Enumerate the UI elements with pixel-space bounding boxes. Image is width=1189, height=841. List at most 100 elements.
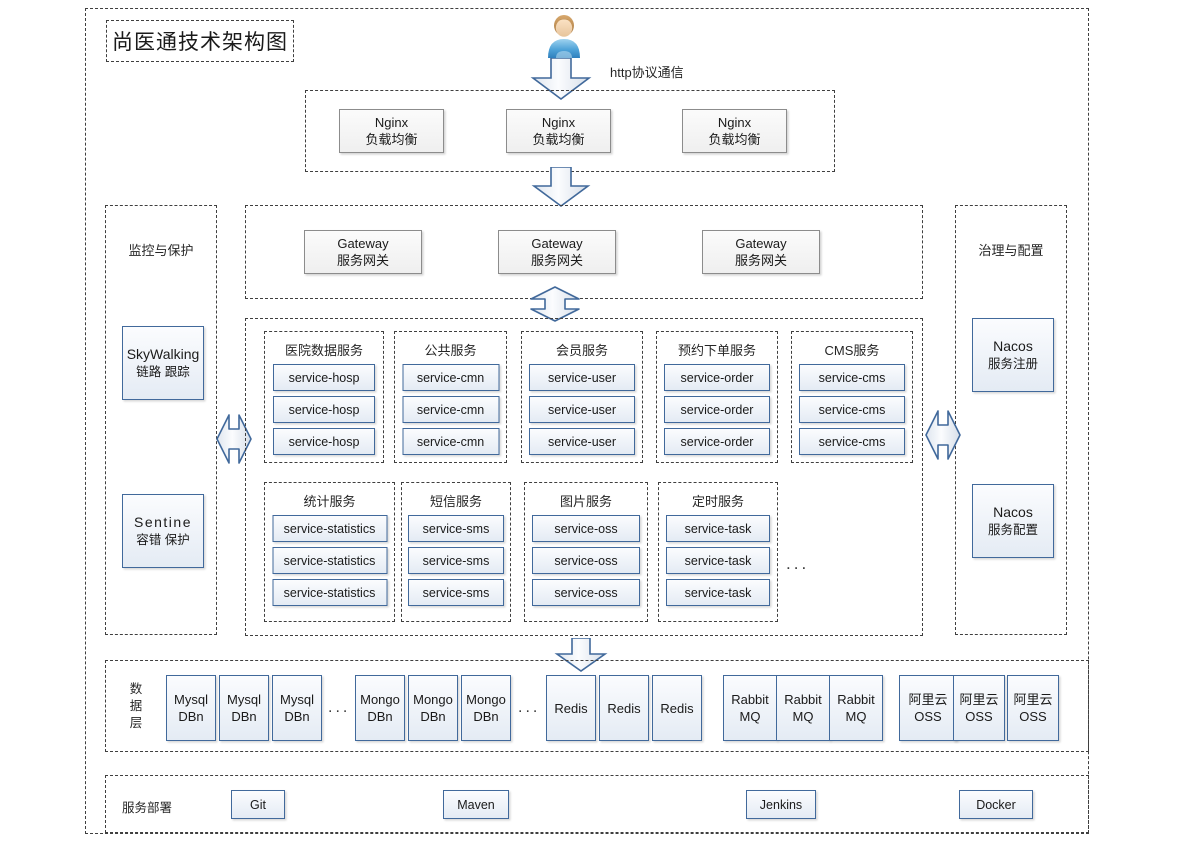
nginx-box[interactable]: Nginx 负载均衡 (506, 109, 611, 153)
service-instance-box[interactable]: service-order (664, 428, 770, 455)
user-avatar-icon (540, 12, 588, 60)
nacos-registry-card[interactable]: Nacos 服务注册 (972, 318, 1054, 392)
service-instance-box[interactable]: service-cmn (402, 428, 499, 455)
data-store-line1: 阿里云 (1013, 692, 1053, 707)
nginx-box[interactable]: Nginx 负载均衡 (682, 109, 787, 153)
services-ellipsis: ... (786, 554, 810, 573)
gateway-box[interactable]: Gateway 服务网关 (702, 230, 820, 274)
skywalking-card[interactable]: SkyWalking 链路 跟踪 (122, 326, 204, 400)
data-store-line1: Rabbit (837, 692, 875, 707)
nginx-line1: Nginx (717, 115, 752, 130)
service-group-title: 图片服务 (559, 494, 612, 509)
service-instance-box[interactable]: service-statistics (272, 579, 387, 606)
data-store-box[interactable]: Redis (599, 675, 649, 741)
data-store-line2: DBn (284, 709, 310, 724)
deploy-tool-box[interactable]: Git (231, 790, 285, 819)
service-group-title: 短信服务 (429, 494, 482, 509)
service-instance-box[interactable]: service-cmn (402, 364, 499, 391)
data-store-box[interactable]: 阿里云 OSS (1007, 675, 1059, 741)
sentinel-card[interactable]: Sentine 容错 保护 (122, 494, 204, 568)
data-layer-label: 数据层 (129, 682, 143, 730)
nginx-line1: Nginx (541, 115, 576, 130)
service-instance-box[interactable]: service-user (529, 396, 635, 423)
service-instance-box[interactable]: service-oss (532, 579, 640, 606)
service-instance-box[interactable]: service-sms (408, 547, 504, 574)
nacos-config-line2: 服务配置 (987, 523, 1038, 537)
data-store-box[interactable]: Redis (546, 675, 596, 741)
data-store-line1: Mongo (360, 692, 400, 707)
service-instance-box[interactable]: service-cms (799, 428, 905, 455)
service-instance-box[interactable]: service-hosp (273, 428, 375, 455)
gateway-line2: 服务网关 (530, 253, 583, 268)
service-instance-box[interactable]: service-statistics (272, 515, 387, 542)
service-instance-box[interactable]: service-oss (532, 515, 640, 542)
data-store-line1: Mongo (413, 692, 453, 707)
service-group-title: CMS服务 (824, 343, 880, 358)
arrow-services-to-data (551, 637, 611, 677)
data-store-line1: Mongo (466, 692, 506, 707)
service-instance-box[interactable]: service-sms (408, 515, 504, 542)
service-instance-box[interactable]: service-sms (408, 579, 504, 606)
service-group-title: 预约下单服务 (677, 343, 756, 358)
data-store-line2: MQ (792, 709, 814, 724)
gateway-layer: Gateway 服务网关 Gateway 服务网关 Gateway 服务网关 (245, 205, 923, 299)
service-instance-box[interactable]: service-oss (532, 547, 640, 574)
service-instance-box[interactable]: service-task (666, 547, 770, 574)
service-instance-box[interactable]: service-cms (799, 364, 905, 391)
data-store-line2: OSS (914, 709, 942, 724)
service-instance-box[interactable]: service-user (529, 364, 635, 391)
gateway-box[interactable]: Gateway 服务网关 (498, 230, 616, 274)
nacos-config-card[interactable]: Nacos 服务配置 (972, 484, 1054, 558)
data-store-line1: Rabbit (731, 692, 769, 707)
gateway-line1: Gateway (337, 236, 389, 251)
skywalking-line2: 链路 跟踪 (136, 365, 190, 379)
service-instance-box[interactable]: service-order (664, 364, 770, 391)
gateway-box[interactable]: Gateway 服务网关 (304, 230, 422, 274)
service-instance-box[interactable]: service-order (664, 396, 770, 423)
deploy-tool-box[interactable]: Maven (443, 790, 509, 819)
data-store-line2: DBn (420, 709, 446, 724)
service-instance-box[interactable]: service-hosp (273, 396, 375, 423)
nginx-box[interactable]: Nginx 负载均衡 (339, 109, 444, 153)
data-store-line2: OSS (965, 709, 993, 724)
service-instance-box[interactable]: service-cmn (402, 396, 499, 423)
nginx-line2: 负载均衡 (365, 132, 418, 147)
service-instance-box[interactable]: service-task (666, 515, 770, 542)
data-store-line2: DBn (231, 709, 257, 724)
service-instance-box[interactable]: service-task (666, 579, 770, 606)
monitor-panel: 监控与保护 SkyWalking 链路 跟踪 Sentine 容错 保护 (105, 205, 217, 635)
data-store-line1: Redis (554, 700, 588, 716)
deploy-tool-box[interactable]: Jenkins (746, 790, 816, 819)
service-group-title: 会员服务 (555, 343, 608, 358)
service-instance-box[interactable]: service-hosp (273, 364, 375, 391)
gateway-line2: 服务网关 (734, 253, 787, 268)
data-store-line2: OSS (1019, 709, 1047, 724)
service-instance-box[interactable]: service-statistics (272, 547, 387, 574)
arrow-user-to-nginx (525, 57, 597, 105)
deploy-tool-box[interactable]: Docker (959, 790, 1033, 819)
service-instance-box[interactable]: service-cms (799, 396, 905, 423)
service-group: 预约下单服务 service-order service-order service-… (656, 331, 778, 463)
data-store-box[interactable]: Redis (652, 675, 702, 741)
nginx-line2: 负载均衡 (708, 132, 761, 147)
service-group: 短信服务 service-sms service-sms service-sms (401, 482, 511, 622)
service-instance-box[interactable]: service-user (529, 428, 635, 455)
arrow-services-governance-bidirectional (925, 402, 961, 473)
service-group: 会员服务 service-user service-user service-user (521, 331, 643, 463)
